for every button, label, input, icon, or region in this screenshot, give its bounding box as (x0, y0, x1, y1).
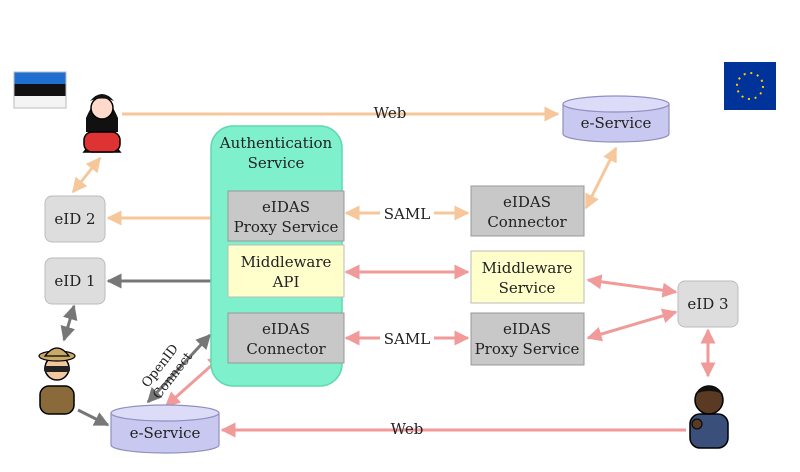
eid3-box[interactable] (677, 280, 739, 328)
arrow-proxy-eid3 (586, 308, 678, 342)
eservice-bottom[interactable]: e-Service (110, 404, 220, 454)
woman-user-icon (82, 94, 122, 153)
arrow-connector-eservice (584, 146, 618, 210)
middleware-service[interactable] (470, 250, 585, 304)
middleware-service-line1: Middleware (482, 259, 573, 277)
eid2-label: eID 2 (54, 210, 95, 228)
arrow-man-eservice (77, 408, 110, 427)
eid1-box[interactable] (44, 257, 106, 305)
arrow-mwservice-eid3 (586, 274, 678, 298)
openid-connect-label: OpenID Connect (139, 342, 196, 403)
eidas-connector-left[interactable] (227, 312, 345, 364)
web-top-label: Web (374, 104, 407, 122)
estonia-flag (13, 71, 67, 109)
eid2-box[interactable] (44, 195, 106, 243)
middleware-service-line2: Service (499, 279, 556, 297)
auth-service-title-line2: Service (248, 154, 305, 172)
eidas-connector-right[interactable] (470, 185, 585, 237)
eidas-connector-left-line1: eIDAS (262, 320, 310, 338)
eidas-proxy-left-line1: eIDAS (262, 198, 310, 216)
eid3-label: eID 3 (687, 295, 728, 313)
middleware-api[interactable] (227, 244, 345, 298)
saml-top-label: SAML (384, 205, 430, 223)
eidas-proxy-right-line2: Proxy Service (475, 340, 580, 358)
eidas-proxy-service-right[interactable] (470, 312, 585, 366)
eidas-proxy-right-line1: eIDAS (503, 320, 551, 338)
eservice-top-label: e-Service (581, 114, 652, 132)
eidas-connector-right-line1: eIDAS (503, 193, 551, 211)
eservice-top[interactable]: e-Service (562, 95, 670, 143)
eidas-proxy-left-line2: Proxy Service (234, 218, 339, 236)
eidas-connector-left-line2: Connector (246, 340, 326, 358)
auth-service-title-line1: Authentication (219, 134, 333, 152)
eservice-bottom-label: e-Service (130, 424, 201, 442)
arrow-eid1-man (60, 304, 78, 342)
explorer-user-icon (38, 347, 76, 415)
man-user-icon (689, 385, 729, 449)
arrow-woman-eid2 (71, 156, 102, 194)
eid1-label: eID 1 (54, 272, 95, 290)
middleware-api-line1: Middleware (241, 253, 332, 271)
eidas-proxy-service-left[interactable] (227, 190, 345, 242)
eu-flag (724, 62, 776, 110)
web-bottom-label: Web (391, 420, 424, 438)
saml-bottom-label: SAML (384, 330, 430, 348)
middleware-api-line2: API (272, 273, 300, 291)
eidas-connector-right-line2: Connector (487, 213, 567, 231)
